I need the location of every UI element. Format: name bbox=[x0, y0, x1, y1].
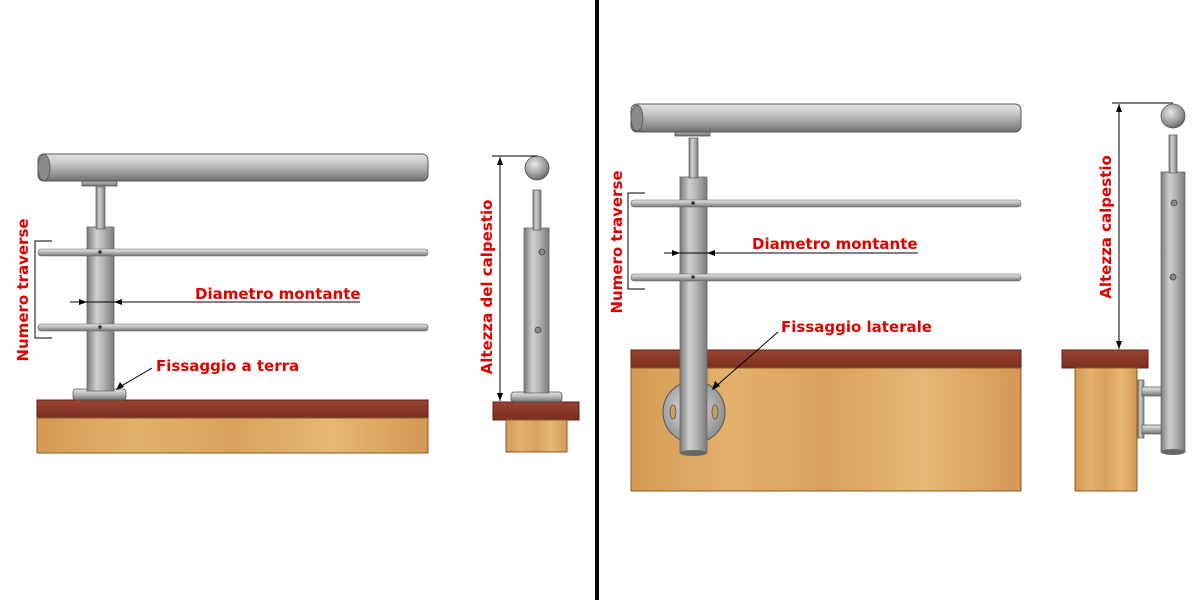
label-numero-traverse-left: Numero traverse bbox=[14, 218, 32, 361]
handrail-right bbox=[630, 103, 1022, 133]
panel-divider bbox=[595, 0, 599, 600]
label-numero-traverse-right: Numero traverse bbox=[608, 170, 626, 313]
floor-wood-left bbox=[36, 417, 429, 454]
crossbar-1-right bbox=[630, 199, 1022, 208]
side-floor-top-right bbox=[1061, 349, 1149, 369]
side-floor-wood-left bbox=[505, 419, 568, 453]
post-connector-left bbox=[95, 186, 106, 230]
side-floor-wood-right bbox=[1074, 367, 1138, 492]
post-right bbox=[679, 176, 708, 454]
handrail-end-left bbox=[37, 154, 51, 181]
side-bracket-right bbox=[1137, 379, 1145, 439]
crossbar-2-right bbox=[630, 273, 1022, 282]
crossbar-2-left bbox=[37, 323, 429, 332]
label-diametro-montante-right: Diametro montante bbox=[752, 235, 918, 253]
label-altezza-right: Altezza calpestio bbox=[1097, 155, 1115, 299]
handrail-left bbox=[37, 153, 429, 182]
floor-top-left bbox=[36, 399, 429, 419]
side-base-plate-left bbox=[510, 391, 563, 403]
label-altezza-left: Altezza del calpestio bbox=[478, 200, 496, 375]
label-fissaggio-right: Fissaggio laterale bbox=[781, 318, 932, 336]
right-panel: Numero traverse Diametro montante Fissag… bbox=[608, 102, 1186, 492]
side-ball-right bbox=[1160, 103, 1186, 129]
side-ball-left bbox=[524, 155, 550, 181]
label-fissaggio-left: Fissaggio a terra bbox=[156, 357, 299, 375]
left-panel: Numero traverse Diametro montante Fissag… bbox=[14, 153, 580, 454]
label-diametro-montante-left: Diametro montante bbox=[195, 285, 361, 303]
side-post-right bbox=[1160, 171, 1186, 453]
side-floor-top-left bbox=[492, 401, 580, 421]
crossbar-1-left bbox=[37, 248, 429, 257]
